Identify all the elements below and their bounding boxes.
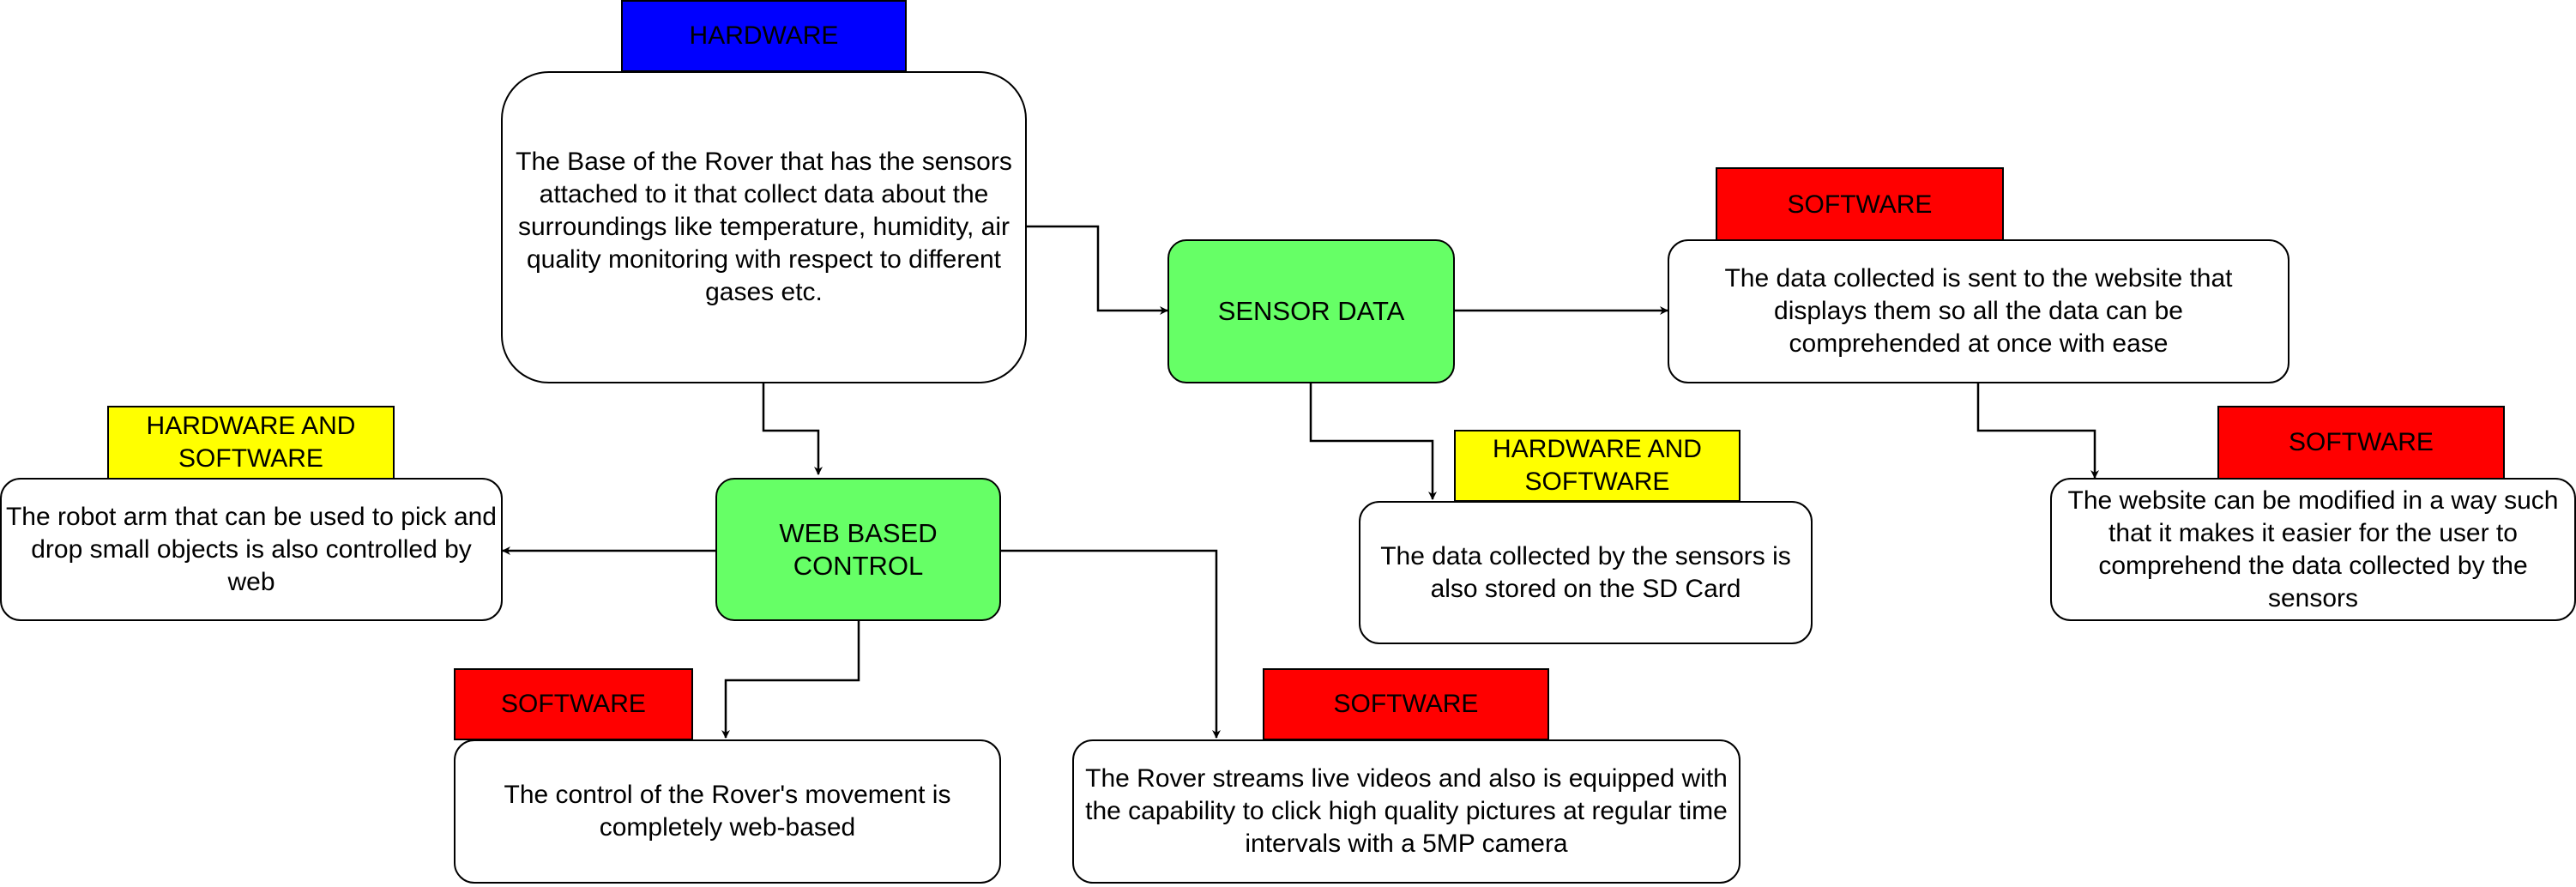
connector-base-to-web-control — [762, 383, 823, 475]
tag-hardware-and-software-robot-arm: HARDWARE AND SOFTWARE — [107, 406, 395, 480]
tag-hardware: HARDWARE — [621, 0, 907, 72]
website-display-box: The data collected is sent to the websit… — [1668, 239, 2289, 383]
connector-website-to-modify — [1976, 383, 2099, 479]
connector-web-control-to-movement — [721, 621, 860, 739]
movement-text: The control of the Rover's movement is c… — [504, 781, 951, 842]
connector-base-to-sensor-data — [1027, 225, 1168, 315]
tag-hardware-and-software-sd-card: HARDWARE AND SOFTWARE — [1454, 430, 1740, 502]
tag-software-camera: SOFTWARE — [1263, 668, 1549, 740]
website-modify-box: The website can be modified in a way suc… — [2050, 478, 2576, 621]
rover-base-box: The Base of the Rover that has the senso… — [501, 71, 1027, 383]
website-modify-text: The website can be modified in a way suc… — [2067, 486, 2559, 612]
connector-web-control-to-camera — [1001, 549, 1221, 739]
movement-box: The control of the Rover's movement is c… — [454, 739, 1001, 884]
camera-box: The Rover streams live videos and also i… — [1072, 739, 1740, 884]
tag-software-website: SOFTWARE — [1716, 167, 2004, 242]
connector-sensor-data-to-sd-card — [1309, 383, 1437, 500]
tag-software-movement: SOFTWARE — [454, 668, 693, 740]
camera-text: The Rover streams live videos and also i… — [1085, 764, 1728, 858]
tag-software-website-modify: SOFTWARE — [2217, 406, 2505, 480]
web-based-control-node: WEB BASED CONTROL — [715, 478, 1001, 621]
robot-arm-box: The robot arm that can be used to pick a… — [0, 478, 503, 621]
sd-card-box: The data collected by the sensors is als… — [1359, 501, 1813, 644]
sensor-data-node: SENSOR DATA — [1167, 239, 1455, 383]
sd-card-text: The data collected by the sensors is als… — [1380, 541, 1791, 603]
rover-base-text: The Base of the Rover that has the senso… — [516, 148, 1012, 306]
robot-arm-text: The robot arm that can be used to pick a… — [5, 502, 497, 596]
website-display-text: The data collected is sent to the websit… — [1724, 264, 2233, 358]
